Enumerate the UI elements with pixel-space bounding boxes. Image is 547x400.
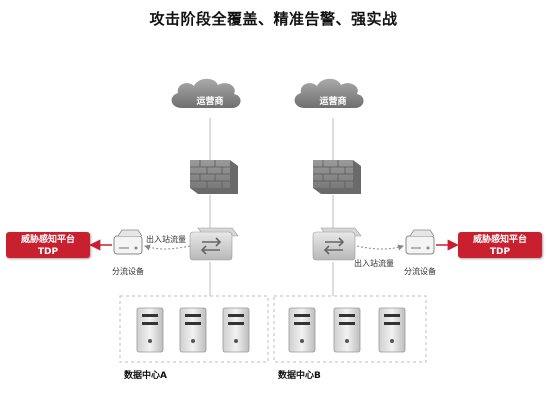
carrier-label-right: 运营商 bbox=[319, 95, 346, 107]
servers-b bbox=[288, 307, 406, 353]
traffic-label-right: 出入站流量 bbox=[354, 259, 394, 268]
splitter-label-right: 分流设备 bbox=[404, 267, 436, 276]
traffic-arrow-left bbox=[144, 244, 191, 251]
tdp-title-left: 威胁感知平台 bbox=[20, 235, 75, 245]
server-icon bbox=[222, 307, 250, 353]
splitter-device-right bbox=[405, 229, 435, 255]
tdp-code-right: TDP bbox=[489, 247, 511, 257]
switch-left bbox=[189, 227, 239, 261]
carrier-cloud-right: 运营商 bbox=[294, 78, 364, 108]
tdp-code-left: TDP bbox=[37, 247, 59, 257]
servers-a bbox=[136, 307, 250, 353]
splitter-label-left: 分流设备 bbox=[112, 267, 144, 276]
firewall-right bbox=[313, 160, 361, 194]
traffic-label-left: 出入站流量 bbox=[146, 235, 186, 244]
traffic-arrow-right bbox=[356, 244, 404, 251]
firewall-left bbox=[190, 160, 238, 194]
server-icon bbox=[333, 307, 361, 353]
tdp-title-right: 威胁感知平台 bbox=[472, 235, 527, 245]
uplink-lines bbox=[209, 118, 334, 296]
tdp-platform-left: 威胁感知平台 TDP bbox=[6, 232, 90, 258]
datacenter-b-label: 数据中心B bbox=[278, 371, 321, 381]
datacenter-a-label: 数据中心A bbox=[124, 371, 167, 381]
datacenter-a-box bbox=[119, 295, 269, 363]
carrier-label-left: 运营商 bbox=[196, 95, 223, 107]
server-icon bbox=[136, 307, 164, 353]
switch-right bbox=[312, 227, 362, 261]
server-icon bbox=[288, 307, 316, 353]
tdp-platform-right: 威胁感知平台 TDP bbox=[458, 232, 542, 258]
diagram-title: 攻击阶段全覆盖、精准告警、强实战 bbox=[149, 10, 398, 28]
datacenter-b-box bbox=[273, 295, 427, 363]
splitter-device-left bbox=[113, 229, 143, 255]
carrier-cloud-left: 运营商 bbox=[171, 78, 241, 108]
server-icon bbox=[179, 307, 207, 353]
server-icon bbox=[378, 307, 406, 353]
